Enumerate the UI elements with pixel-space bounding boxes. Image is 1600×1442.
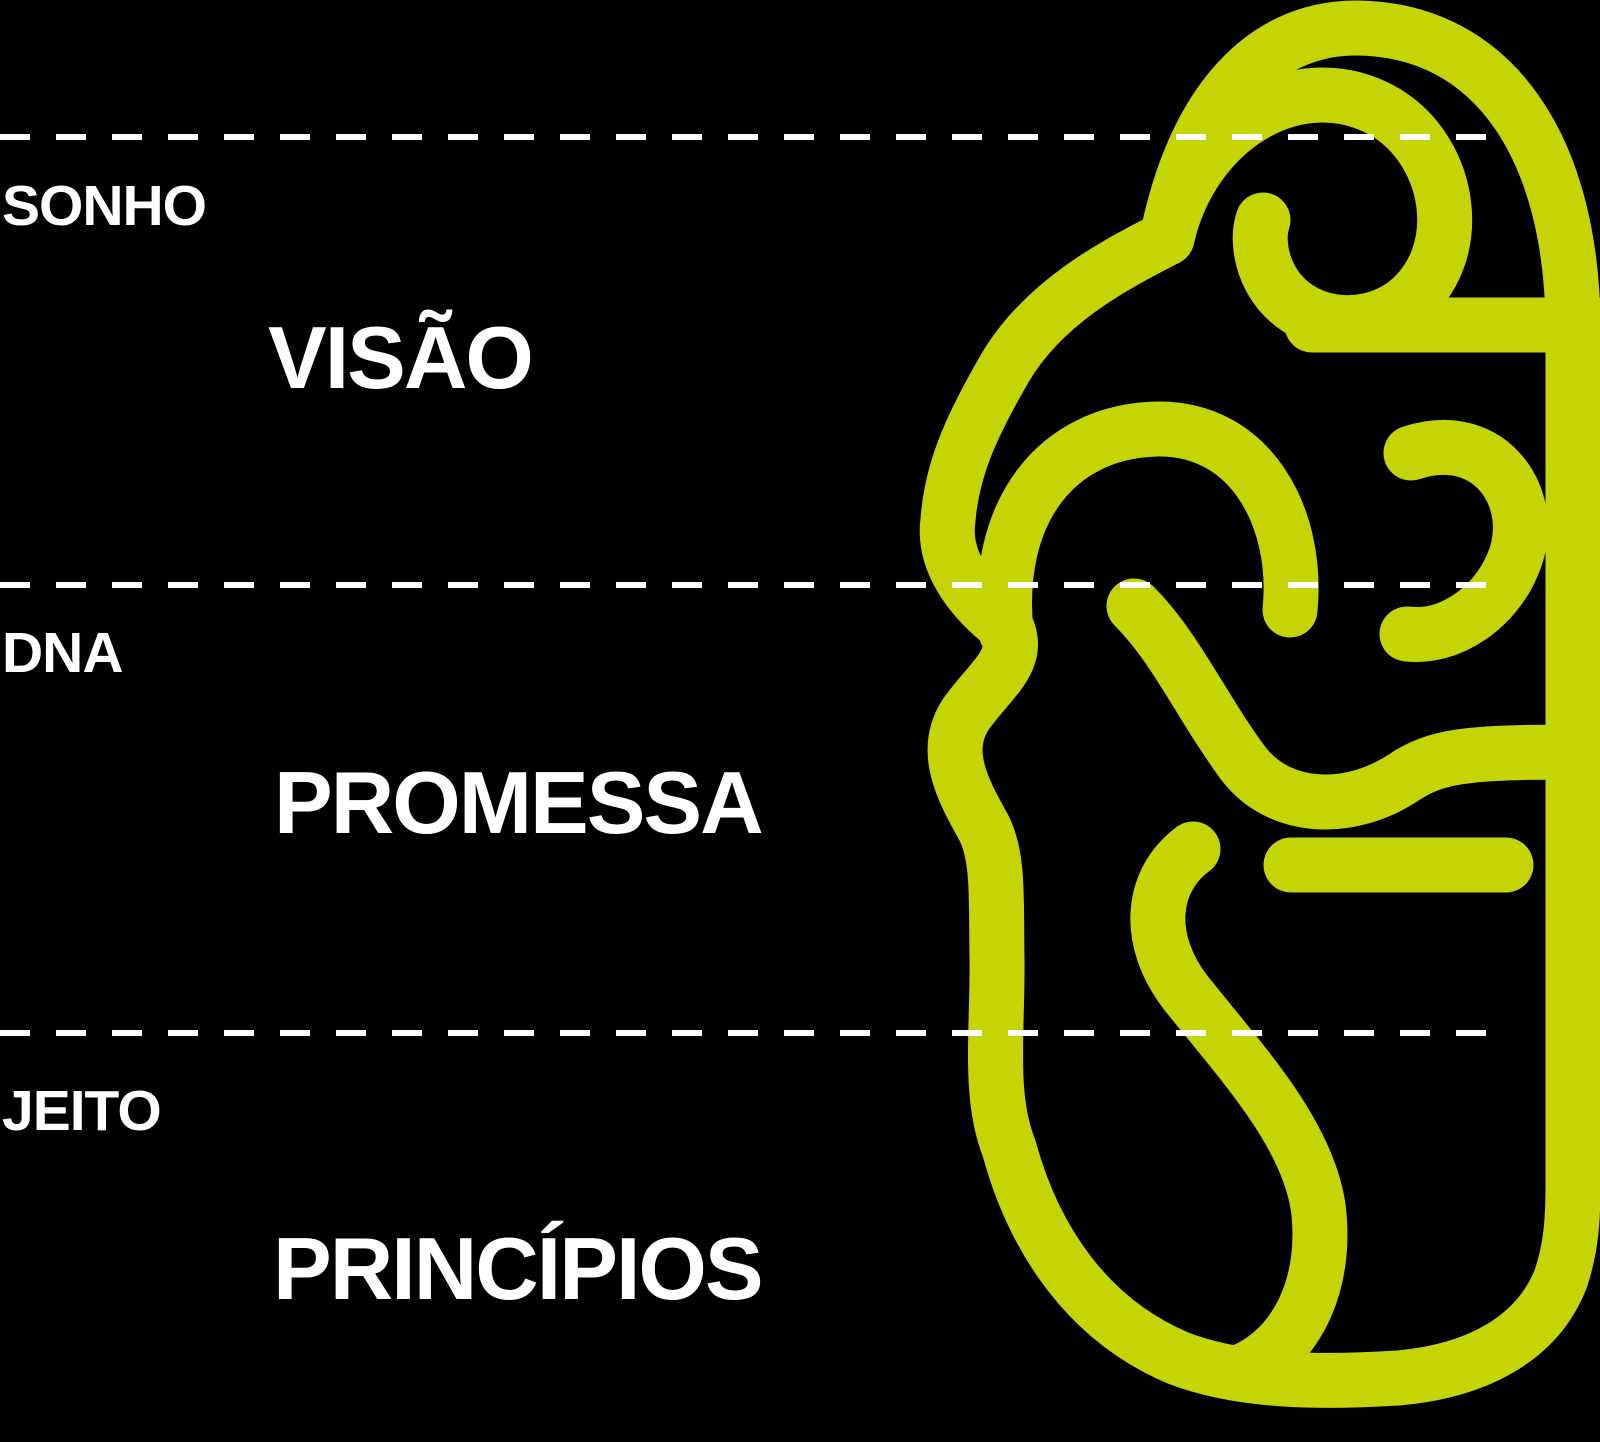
brain-fold-crescent <box>1379 419 1548 662</box>
row-title-visao: VISÃO <box>268 308 534 407</box>
row-label-jeito: JEITO <box>2 1079 162 1143</box>
brain-fold-s-connector <box>1106 578 1600 830</box>
row-label-dna: DNA <box>2 621 123 685</box>
brain-outline <box>919 0 1600 1408</box>
dashed-separator-1 <box>0 134 1497 140</box>
dashed-separator-3 <box>0 1030 1497 1036</box>
brain-fold-top-spiral <box>1139 67 1473 351</box>
row-title-principios: PRINCÍPIOS <box>273 1219 764 1318</box>
dashed-separator-2 <box>0 582 1497 588</box>
row-title-promessa: PROMESSA <box>274 753 764 852</box>
row-label-sonho: SONHO <box>2 174 207 238</box>
brain-fold-lower <box>1130 821 1348 1399</box>
brain-fold-middle-arch <box>977 401 1319 660</box>
